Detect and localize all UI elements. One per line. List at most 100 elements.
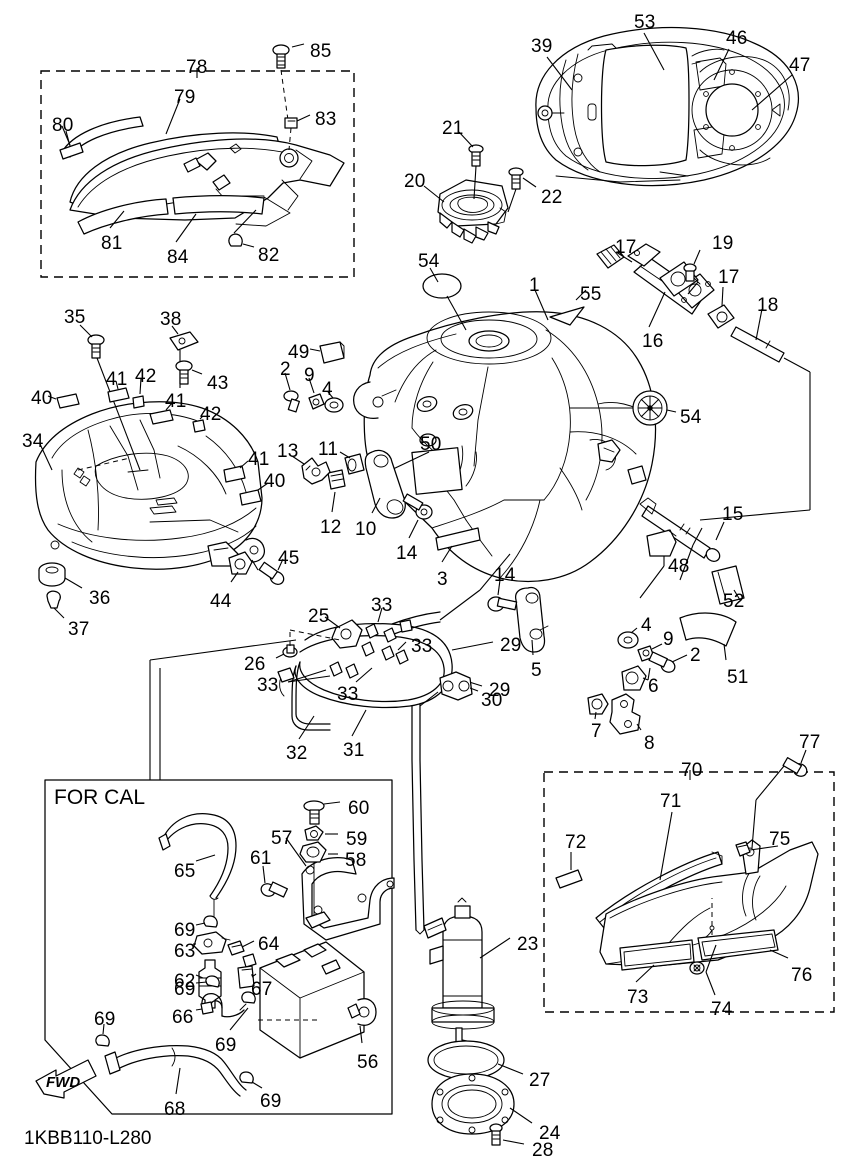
- fwd-arrow-icon: [35, 1059, 97, 1099]
- callout-22: 22: [541, 187, 563, 208]
- callout-85: 85: [310, 41, 332, 62]
- part-43-bolt: [175, 360, 203, 385]
- part-69b-clip: [195, 975, 220, 988]
- part-36-grommet: [38, 562, 83, 589]
- callout-70: 70: [681, 760, 703, 781]
- part-30-joint: [419, 671, 479, 707]
- part-10-link: [364, 449, 406, 519]
- callout-2: 2: [690, 645, 701, 666]
- callout-76: 76: [791, 965, 813, 986]
- callout-74: 74: [711, 999, 733, 1020]
- part-52-pad: [711, 565, 745, 605]
- callout-83: 83: [315, 109, 337, 130]
- callout-81: 81: [101, 233, 123, 254]
- callout-9: 9: [663, 629, 674, 650]
- callout-69: 69: [94, 1009, 116, 1030]
- callout-32: 32: [286, 743, 308, 764]
- part-51-pad: [679, 612, 737, 661]
- callout-15: 15: [722, 504, 744, 525]
- callout-21: 21: [442, 118, 464, 139]
- part-45-bolt: [251, 558, 285, 585]
- callout-45: 45: [278, 548, 300, 569]
- for-cal-box: [44, 639, 393, 1115]
- callout-23: 23: [517, 934, 539, 955]
- part-37-plug: [46, 590, 65, 619]
- part-4a-washer: [324, 391, 344, 413]
- part-5-bracket: [514, 586, 549, 656]
- part-65-hose: [158, 813, 237, 926]
- part-21-bolt: [458, 131, 484, 200]
- callout-17: 17: [615, 237, 637, 258]
- part-16-injector-rail: [627, 243, 715, 328]
- callout-4: 4: [641, 615, 652, 636]
- callout-69: 69: [260, 1091, 282, 1112]
- part-27-oring: [427, 1040, 524, 1080]
- callout-1: 1: [529, 275, 540, 296]
- part-77-screw: [751, 749, 808, 849]
- part-69a-clip: [195, 915, 218, 928]
- callout-40: 40: [31, 388, 53, 409]
- part-22-bolt: [507, 167, 537, 213]
- callout-82: 82: [258, 245, 280, 266]
- callout-35: 35: [64, 307, 86, 328]
- callout-47: 47: [789, 55, 811, 76]
- callout-34: 34: [22, 431, 44, 452]
- part-3-hose: [435, 527, 481, 563]
- callout-66: 66: [172, 1007, 194, 1028]
- callout-10: 10: [355, 519, 377, 540]
- part-14b-bolt: [487, 579, 518, 612]
- callout-63: 63: [174, 941, 196, 962]
- callout-44: 44: [210, 591, 232, 612]
- callout-64: 64: [258, 934, 280, 955]
- part-18-hose: [699, 308, 811, 521]
- callout-26: 26: [244, 654, 266, 675]
- part-33-clips: [287, 607, 413, 683]
- callout-68: 68: [164, 1099, 186, 1120]
- callout-7: 7: [591, 721, 602, 742]
- callout-29: 29: [489, 680, 511, 701]
- callout-56: 56: [357, 1052, 379, 1073]
- part-85-screw: [272, 43, 305, 121]
- part-69d-clip: [95, 1023, 110, 1047]
- part-20-sender-plate: [423, 179, 509, 244]
- callout-28: 28: [532, 1140, 554, 1159]
- part-35-screw: [79, 324, 141, 471]
- callout-51: 51: [727, 667, 749, 688]
- callout-54: 54: [418, 251, 440, 272]
- callout-17: 17: [718, 267, 740, 288]
- callout-60: 60: [348, 798, 370, 819]
- callout-24: 24: [539, 1123, 561, 1144]
- callout-53: 53: [634, 12, 656, 33]
- part-67-connector: [237, 965, 257, 989]
- callout-38: 38: [160, 309, 182, 330]
- part-56-canister: [239, 941, 377, 1059]
- callout-31: 31: [343, 740, 365, 761]
- part-19-bolt: [683, 249, 701, 295]
- part-39-seat-assembly: [535, 26, 799, 187]
- part-82-clip: [228, 209, 257, 248]
- callout-40: 40: [264, 471, 286, 492]
- leaders-group78: [61, 98, 197, 243]
- part-12-bushing: [327, 469, 346, 513]
- part-83-nut: [284, 114, 311, 151]
- callout-14: 14: [494, 565, 516, 586]
- callout-84: 84: [167, 247, 189, 268]
- callout-14: 14: [396, 543, 418, 564]
- callout-36: 36: [89, 588, 111, 609]
- part-69e-clip: [239, 1071, 263, 1089]
- part-25-connector: [324, 616, 363, 649]
- callout-54: 54: [680, 407, 702, 428]
- callout-4: 4: [322, 379, 333, 400]
- callout-30: 30: [481, 690, 503, 711]
- part-57-bracket: [285, 837, 395, 941]
- callout-41: 41: [165, 391, 187, 412]
- callout-72: 72: [565, 832, 587, 853]
- part-24-retainer: [431, 1073, 533, 1135]
- part-8-bracket: [609, 693, 642, 735]
- leaders-48-52: [639, 527, 703, 599]
- callout-46: 46: [726, 28, 748, 49]
- part-69c-clip: [229, 991, 256, 1031]
- callout-69: 69: [174, 979, 196, 1000]
